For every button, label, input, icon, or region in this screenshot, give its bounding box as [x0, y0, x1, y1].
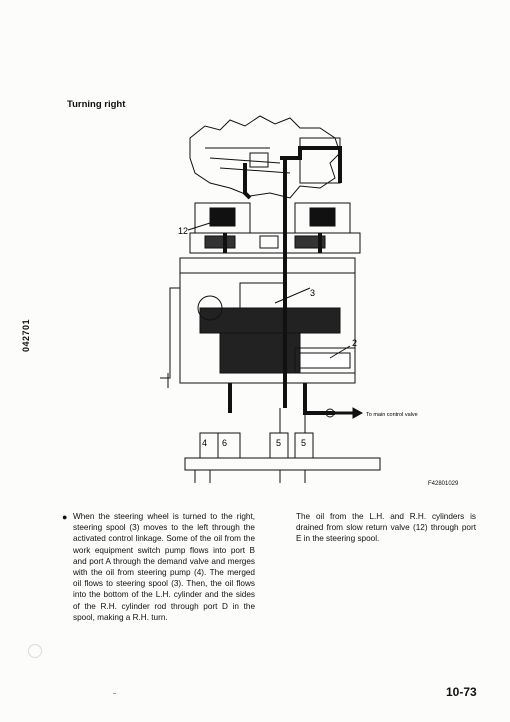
figure-code: F42801029 [428, 481, 459, 487]
side-reference-code: 042701 [21, 318, 31, 352]
to-main-control-valve-label: To main control valve [366, 412, 418, 418]
page-tick [113, 693, 116, 694]
callout-6: 6 [222, 438, 227, 448]
page-mark-icon [28, 644, 42, 658]
callout-5a: 5 [276, 438, 281, 448]
bullet-icon: ● [62, 512, 68, 522]
callout-2: 2 [352, 338, 357, 348]
left-column-text: When the steering wheel is turned to the… [73, 512, 255, 622]
section-title: Turning right [67, 99, 126, 110]
callout-12: 12 [178, 226, 188, 236]
right-column-text: The oil from the L.H. and R.H. cylinders… [296, 512, 476, 544]
callout-4: 4 [202, 438, 207, 448]
callout-3: 3 [310, 288, 315, 298]
steering-hydraulic-diagram: 12 3 2 4 6 5 5 To main control valve [160, 115, 418, 483]
page-number: 10-73 [446, 685, 477, 699]
callout-5b: 5 [301, 438, 306, 448]
